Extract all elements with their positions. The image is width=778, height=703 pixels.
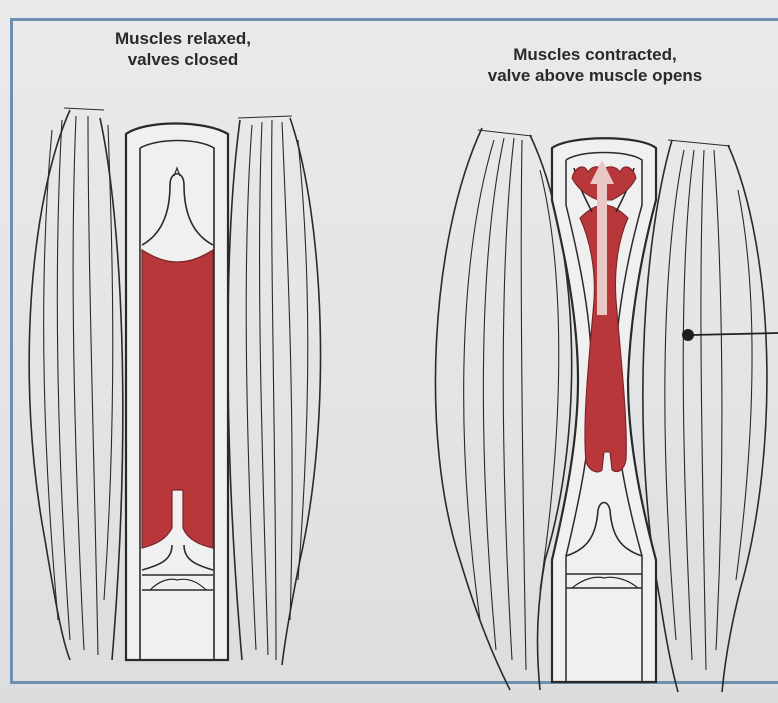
relaxed-left-muscle — [29, 108, 123, 660]
contracted-panel — [435, 128, 778, 692]
relaxed-right-muscle — [228, 116, 321, 665]
label-pointer — [682, 329, 778, 341]
relaxed-panel — [29, 108, 320, 665]
contracted-right-muscle — [643, 140, 767, 692]
